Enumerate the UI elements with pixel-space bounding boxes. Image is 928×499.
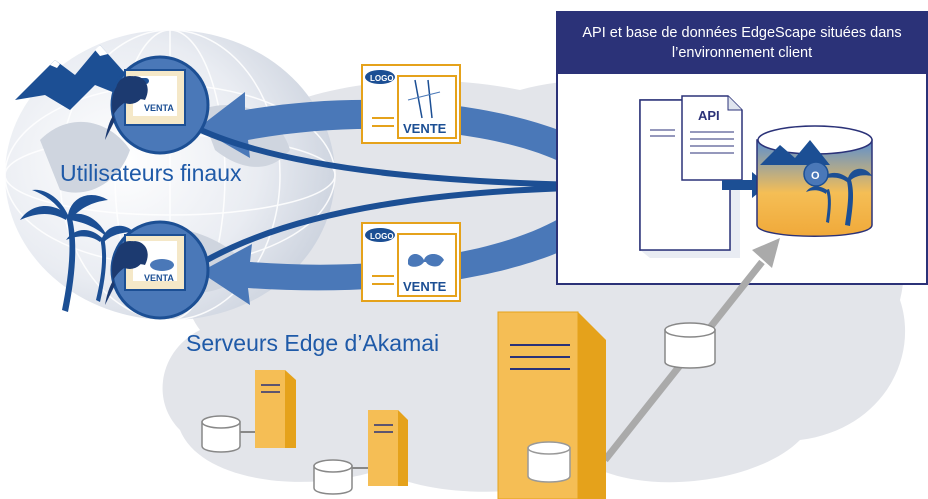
db-update-cylinder — [664, 322, 716, 369]
bottom-user-screen-text: VENTA — [144, 273, 174, 283]
arrow-to-bottom-user — [200, 180, 640, 305]
client-environment-header: API et base de données EdgeScape situées… — [557, 12, 927, 74]
api-document: API — [639, 95, 743, 258]
ad-bottom-logo: LOGO — [370, 232, 394, 241]
end-user-bottom: VENTA — [100, 220, 210, 320]
end-users-label: Utilisateurs finaux — [60, 160, 242, 186]
ad-card-bottom: LOGO VENTE — [361, 222, 461, 302]
ad-card-top: LOGO VENTE — [361, 64, 461, 144]
edge-server-small-2 — [352, 410, 408, 486]
mountains-illustration — [15, 45, 140, 110]
edge-cache-cylinder-1 — [201, 415, 241, 453]
api-label: API — [698, 108, 720, 123]
edge-server-small-1 — [238, 370, 296, 448]
edgescape-database: O — [756, 125, 873, 237]
db-update-arrow — [602, 238, 780, 463]
edge-servers-label: Serveurs Edge d’Akamai — [186, 330, 440, 356]
ad-top-text: VENTE — [403, 121, 447, 136]
ad-bottom-text: VENTE — [403, 279, 447, 294]
palm-trees-illustration — [20, 189, 134, 312]
end-user-top: VENTA — [100, 55, 210, 155]
client-environment-title: API et base de données EdgeScape situées… — [582, 25, 902, 61]
arrow-to-top-user — [198, 92, 640, 190]
db-marker-label: O — [811, 170, 820, 182]
ad-top-logo: LOGO — [370, 74, 394, 83]
top-user-screen-text: VENTA — [144, 103, 174, 113]
edge-cache-cylinder-2 — [313, 459, 353, 495]
edge-server-large — [497, 311, 606, 499]
